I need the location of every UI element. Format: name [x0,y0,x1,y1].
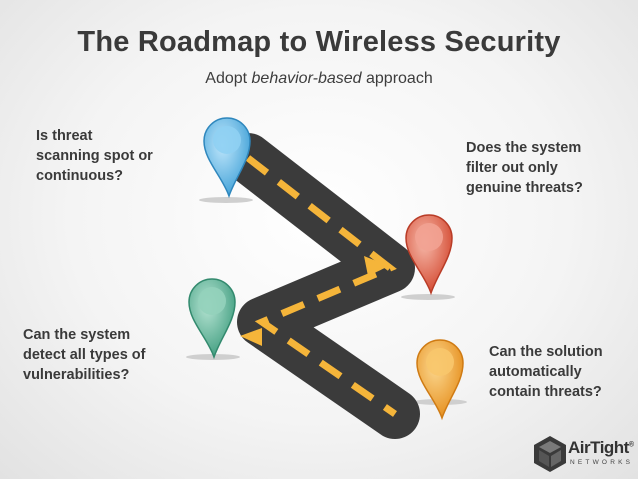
subtitle-emphasis: behavior-based [251,70,362,87]
road-center-dashes [245,155,397,417]
question-line: Does the system [466,140,582,156]
cube-icon [534,436,566,472]
pin-shadow [186,354,240,360]
logo-reg: ® [628,441,634,449]
question-line: filter out only [466,160,558,176]
road-arrow-left [240,328,262,346]
location-pin-blue [203,117,251,199]
page-title: The Roadmap to Wireless Security [77,26,561,58]
location-pin-orange [416,339,464,421]
question-line: continuous? [36,168,123,184]
question-line: Is threat [36,128,93,144]
question-line: contain threats? [489,384,602,400]
question-line: automatically [489,364,582,380]
pin-shadow [401,294,455,300]
question-detect: Can the system detect all types of vulne… [23,325,193,385]
question-line: Can the system [23,327,131,343]
subtitle-prefix: Adopt [205,70,252,87]
road-arrow-right [364,256,389,276]
question-filter: Does the system filter out only genuine … [466,138,636,198]
question-line: genuine threats? [466,180,583,196]
page-subtitle: Adopt behavior-based approach [0,70,638,88]
road [223,133,420,439]
question-line: Can the solution [489,344,603,360]
company-logo-tagline: NETWORKS [570,459,634,466]
pin-shadow [199,197,253,203]
question-line: scanning spot or [36,148,153,164]
company-logo-name: AirTight® [568,438,634,458]
subtitle-suffix: approach [361,70,433,87]
location-pin-red [405,214,453,296]
logo-name: AirTight [568,438,629,457]
question-scanning: Is threat scanning spot or continuous? [36,126,206,186]
location-pin-green [188,278,236,360]
question-line: detect all types of [23,347,146,363]
question-contain: Can the solution automatically contain t… [489,342,634,402]
question-line: vulnerabilities? [23,367,130,383]
